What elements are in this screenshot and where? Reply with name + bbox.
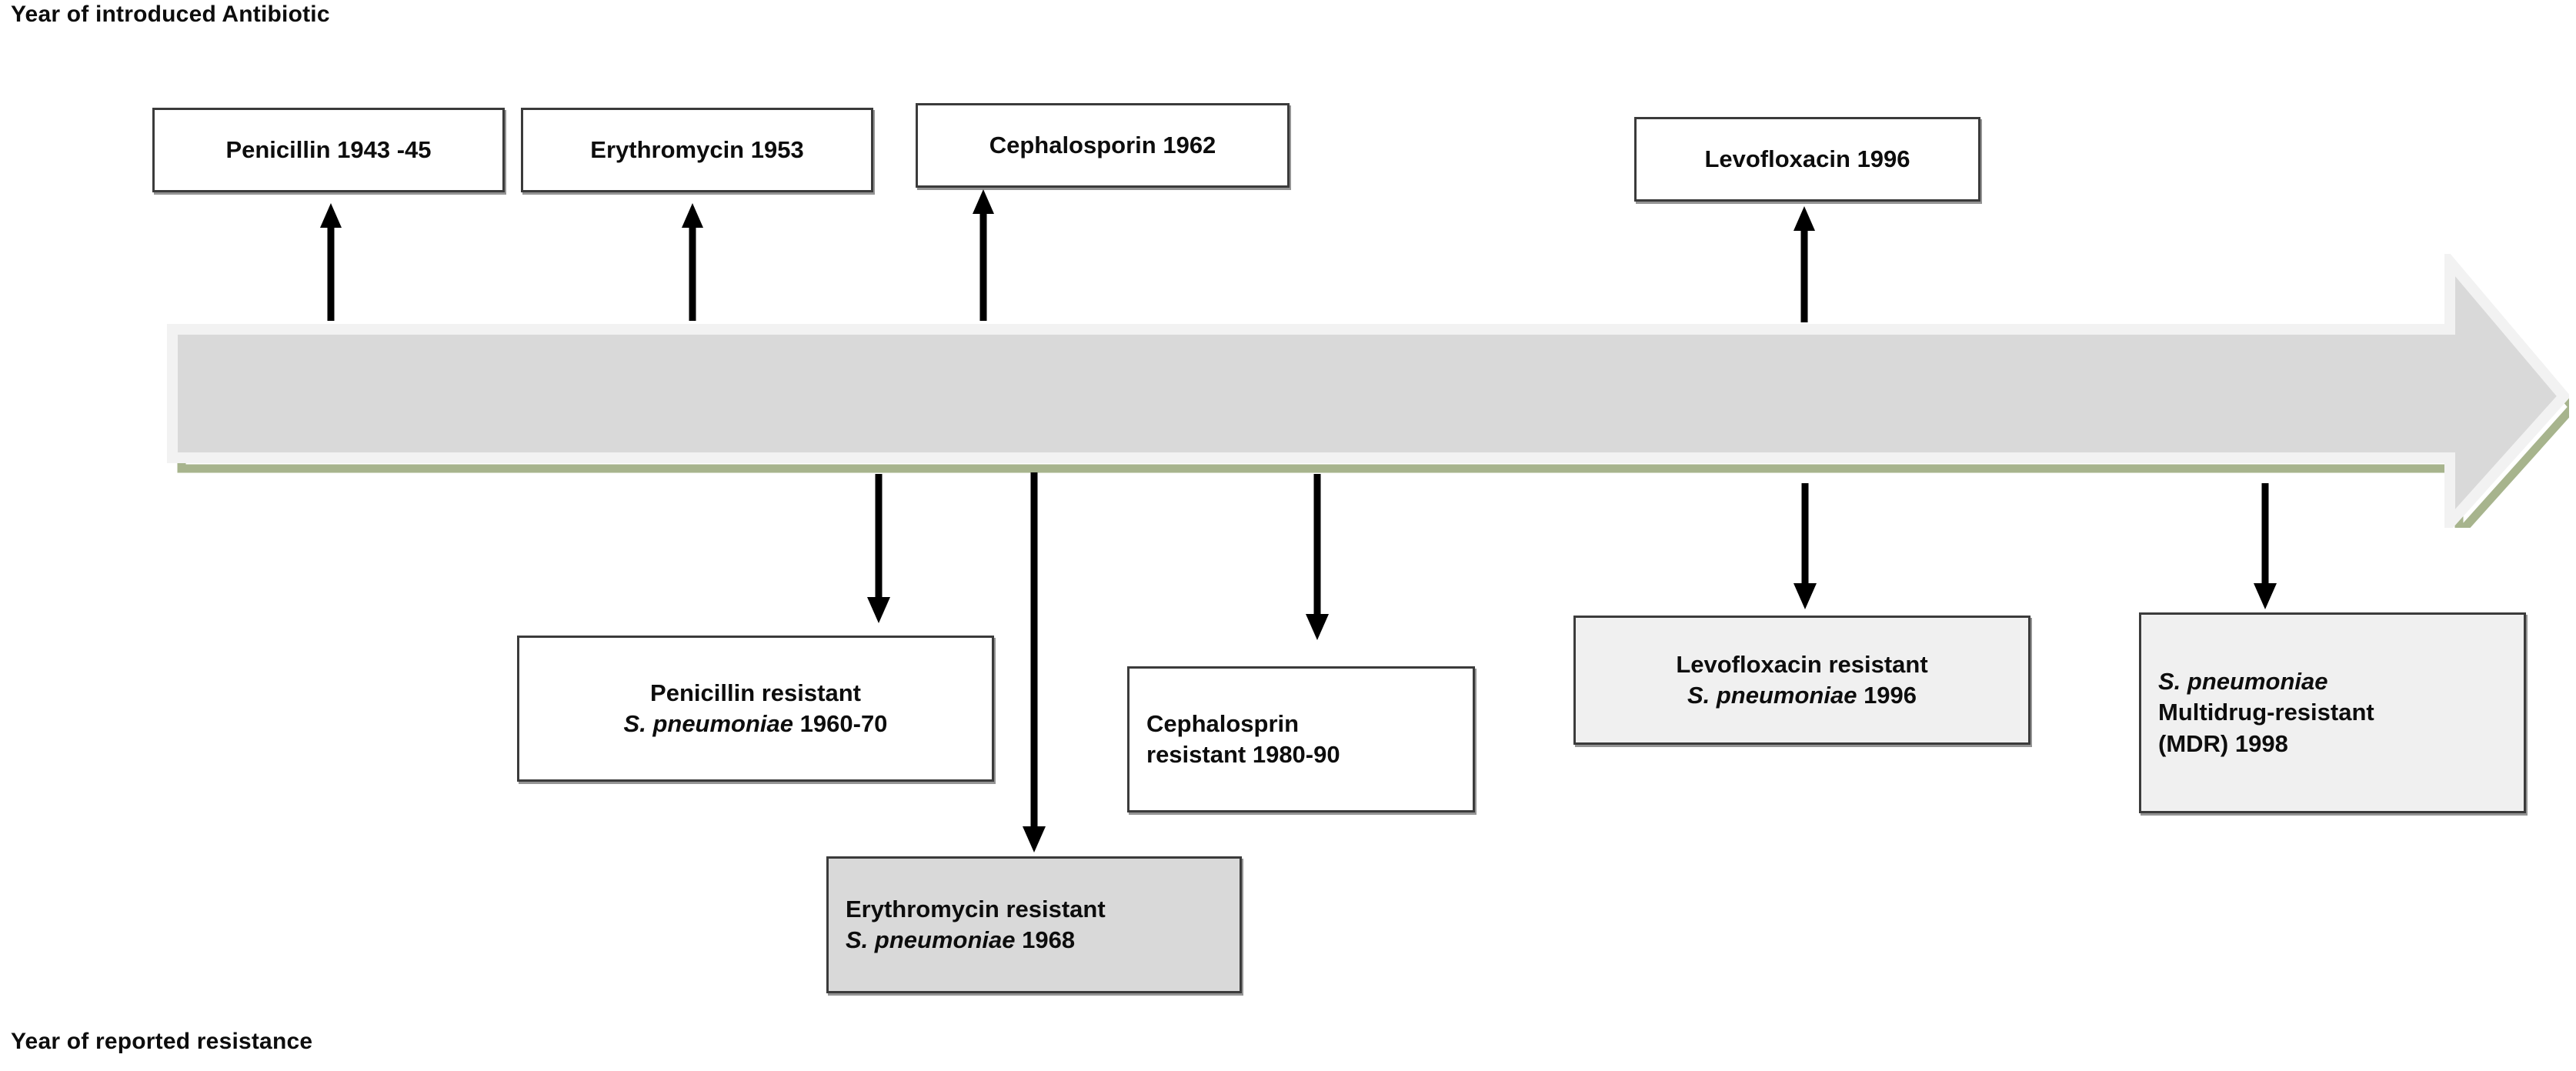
introduction-box-levofloxacin[interactable]: Levofloxacin 1996 (1634, 117, 1980, 202)
connector-up-levofloxacin (1789, 205, 1820, 325)
species-name: S. pneumoniae (1687, 682, 1857, 709)
introduction-label-cephalosporin: Cephalosporin 1962 (989, 131, 1216, 158)
connector-down-mdr (2248, 482, 2282, 612)
introduction-box-penicillin[interactable]: Penicillin 1943 -45 (152, 108, 505, 192)
introduction-box-cephalosporin[interactable]: Cephalosporin 1962 (916, 103, 1290, 188)
species-name: S. pneumoniae (623, 710, 794, 737)
resistance-line-1: Penicillin resistant (650, 679, 861, 706)
resistance-line-1: Erythromycin resistant (846, 895, 1106, 923)
resistance-box-erythromycin[interactable]: Erythromycin resistant S. pneumoniae 196… (826, 856, 1242, 993)
connector-down-levofloxacin-resistant (1788, 482, 1822, 612)
introduction-label-levofloxacin: Levofloxacin 1996 (1704, 145, 1910, 172)
resistance-line-1: Cephalosprin (1146, 709, 1300, 737)
top-axis-caption: Year of introduced Antibiotic (11, 2, 330, 27)
resistance-year: 1968 (1022, 926, 1076, 953)
introduction-label-penicillin: Penicillin 1943 -45 (225, 135, 432, 163)
connector-up-cephalosporin (968, 188, 999, 323)
connector-up-penicillin (315, 202, 346, 323)
resistance-box-cephalosprin[interactable]: Cephalosprin resistant 1980-90 (1127, 666, 1475, 812)
resistance-box-mdr[interactable]: S. pneumoniae Multidrug-resistant (MDR) … (2139, 612, 2526, 813)
introduction-label-erythromycin: Erythromycin 1953 (590, 135, 804, 163)
resistance-box-levofloxacin[interactable]: Levofloxacin resistant S. pneumoniae 199… (1573, 616, 2030, 745)
bottom-axis-caption: Year of reported resistance (11, 1029, 313, 1054)
resistance-year: 1960-70 (799, 710, 888, 737)
timeline-arrow-shape (167, 254, 2569, 528)
species-name: S. pneumoniae (2158, 668, 2328, 696)
connector-down-erythromycin-resistant (1017, 471, 1051, 856)
species-name: S. pneumoniae (846, 926, 1016, 953)
resistance-line-2: S. pneumoniae 1996 (1687, 680, 1917, 711)
resistance-line-2: S. pneumoniae 1968 (846, 925, 1075, 956)
connector-down-penicillin-resistant (862, 472, 896, 626)
connector-up-erythromycin (677, 202, 708, 323)
resistance-line-2: Multidrug-resistant (2158, 699, 2374, 726)
resistance-box-penicillin[interactable]: Penicillin resistant S. pneumoniae 1960-… (517, 636, 994, 782)
connector-down-cephalosprin-resistant (1300, 472, 1334, 643)
introduction-box-erythromycin[interactable]: Erythromycin 1953 (521, 108, 873, 192)
resistance-line-2: S. pneumoniae 1960-70 (624, 709, 888, 739)
resistance-line-2: resistant 1980-90 (1146, 741, 1340, 768)
resistance-year: 1996 (1864, 682, 1917, 709)
resistance-line-3: (MDR) 1998 (2158, 729, 2288, 757)
resistance-line-1: Levofloxacin resistant (1676, 650, 1928, 678)
